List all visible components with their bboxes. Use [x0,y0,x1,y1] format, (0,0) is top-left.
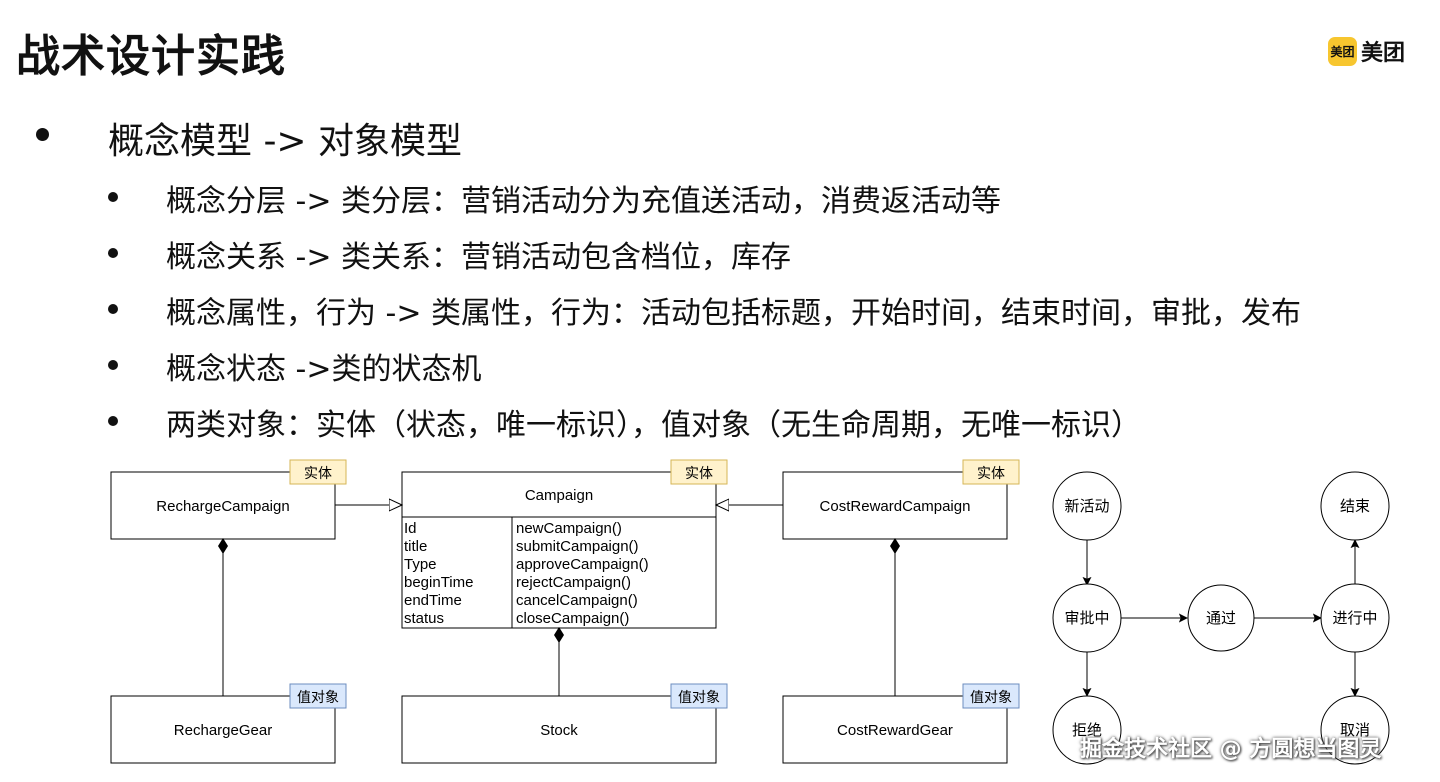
attribute: Type [404,556,437,573]
class-name: RechargeCampaign [156,498,289,515]
method: closeCampaign() [516,610,629,627]
class-name: Stock [540,722,578,739]
state-review: 审批中 [1052,583,1122,653]
meituan-logo: 美团 美团 [1328,35,1405,67]
sub-bullet-text: 两类对象：实体（状态，唯一标识），值对象（无生命周期，无唯一标识） [166,408,1141,443]
attribute: Id [404,520,417,537]
entity-tag [962,459,1020,485]
logo-text: 美团 [1361,41,1406,66]
method: submitCampaign() [516,538,639,555]
sub-bullet-text: 概念属性，行为 -> 类属性，行为：活动包括标题，开始时间，结束时间，审批，发布 [166,296,1302,331]
method: cancelCampaign() [516,592,638,609]
class-name: RechargeGear [174,722,272,739]
sub-bullet-text: 概念关系 -> 类关系：营销活动包含档位，库存 [166,240,792,275]
bullet-dot [36,128,49,141]
state-end: 结束 [1320,471,1390,541]
attribute: endTime [404,592,462,609]
bullet-dot [108,192,118,202]
method: newCampaign() [516,520,622,537]
state-label: 结束 [1340,498,1370,515]
state-new: 新活动 [1052,471,1122,541]
main-bullet-text: 概念模型 -> 对象模型 [108,121,463,162]
entity-tag [670,459,728,485]
bullet-dot [108,360,118,370]
attribute: title [404,538,427,555]
value-object-tag [962,683,1020,709]
campaign-class: Campaign Id title Type beginTime endTime… [401,459,728,629]
state-pass: 通过 [1187,584,1255,652]
bullet-dot [108,248,118,258]
entity-tag-label: 实体 [977,465,1005,481]
cost-reward-gear-class: CostRewardGear 值对象 [782,683,1020,764]
entity-tag-label: 实体 [685,465,713,481]
class-name: CostRewardCampaign [820,498,971,515]
sub-bullet-text: 概念状态 ->类的状态机 [166,352,482,387]
value-object-tag [670,683,728,709]
recharge-gear-class: RechargeGear 值对象 [110,683,347,764]
cost-reward-campaign-class: CostRewardCampaign 实体 [782,459,1020,540]
value-object-tag-label: 值对象 [678,689,720,705]
watermark: 掘金技术社区 @ 方圆想当图灵 [1080,737,1382,762]
bullet-dot [108,416,118,426]
state-label: 新活动 [1064,498,1109,515]
state-label: 审批中 [1064,610,1109,627]
class-name: Campaign [525,487,593,504]
method: approveCampaign() [516,556,649,573]
recharge-campaign-class: RechargeCampaign 实体 [110,459,347,540]
stock-class: Stock 值对象 [401,683,728,764]
state-label: 通过 [1206,610,1236,627]
value-object-tag [289,683,347,709]
attribute: beginTime [404,574,473,591]
value-object-tag-label: 值对象 [970,689,1012,705]
attribute: status [404,610,444,627]
sub-bullet-text: 概念分层 -> 类分层：营销活动分为充值送活动，消费返活动等 [166,184,1002,219]
entity-tag [289,459,347,485]
entity-tag-label: 实体 [304,465,332,481]
logo-mark: 美团 [1328,36,1357,66]
method: rejectCampaign() [516,574,631,591]
value-object-tag-label: 值对象 [297,689,339,705]
class-name: CostRewardGear [837,722,953,739]
page-title: 战术设计实践 [16,31,286,82]
state-running: 进行中 [1320,583,1390,653]
bullet-dot [108,304,118,314]
state-label: 进行中 [1332,610,1377,627]
